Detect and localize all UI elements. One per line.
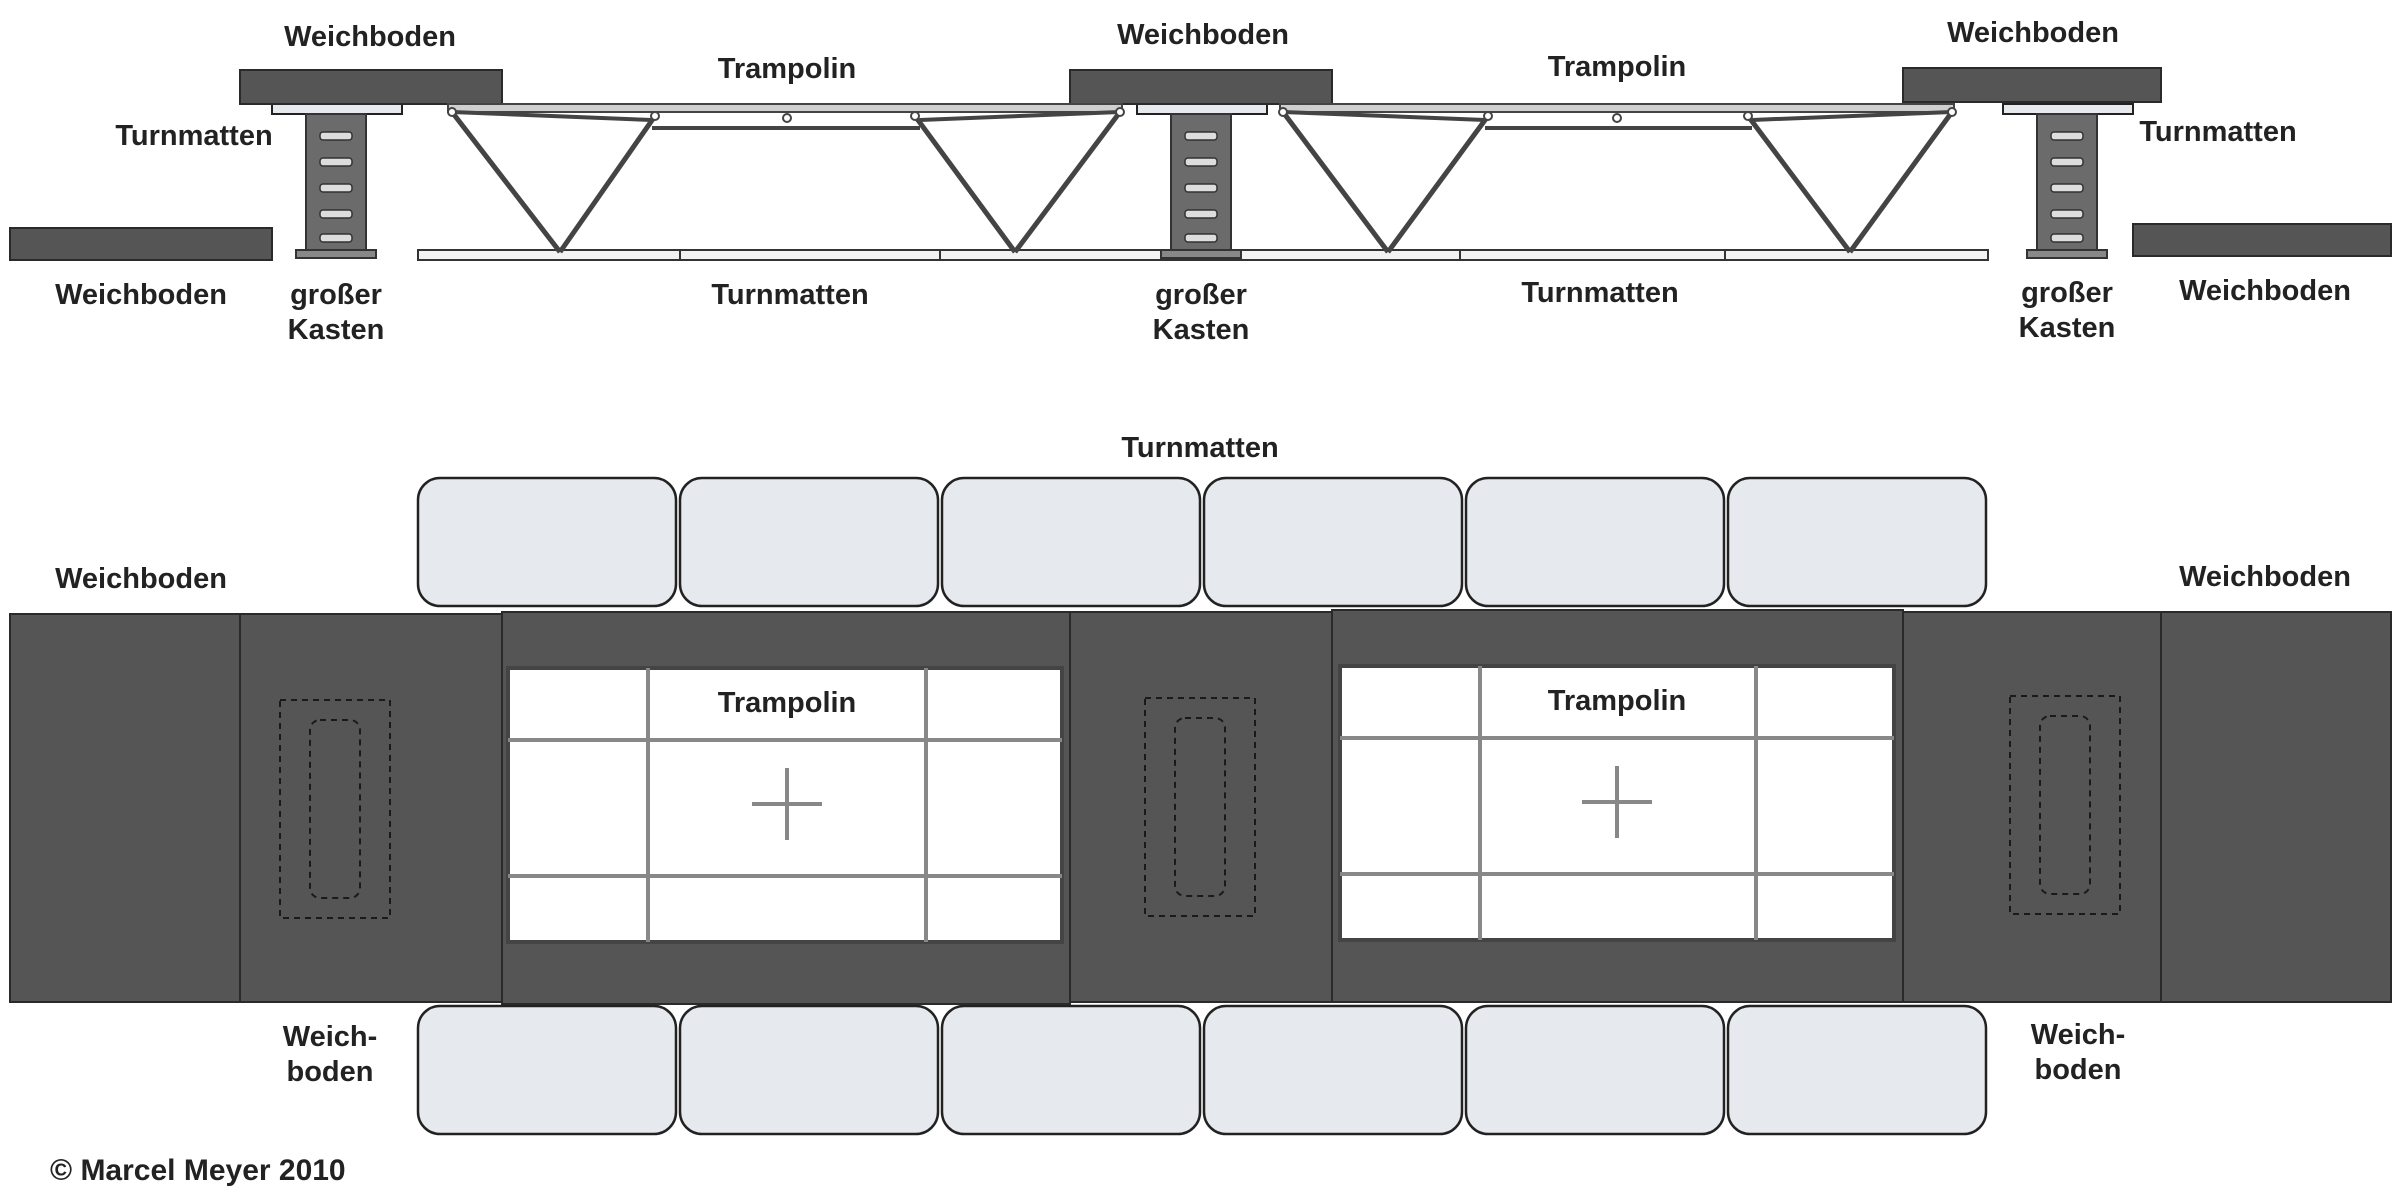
label-turnmatten-floor-right: Turnmatten: [1521, 277, 1678, 309]
label-weichboden-floor-right: Weichboden: [2179, 275, 2351, 307]
turnmatten-top-row: [416, 476, 1988, 608]
kasten-left: [271, 103, 403, 259]
label-weichboden-right: Weichboden: [2179, 561, 2351, 593]
label-weichboden-bottom-left-line2: boden: [287, 1056, 374, 1088]
label-weichboden-bottom-right-line2: boden: [2035, 1054, 2122, 1086]
side-view: Weichboden Weichboden Weichboden Trampol…: [9, 17, 2392, 346]
weichboden-band: [9, 611, 2392, 1003]
label-kasten-center-line1: großer: [1155, 279, 1247, 311]
label-trampolin-top-right: Trampolin: [1548, 685, 1687, 717]
label-weichboden-left: Weichboden: [55, 563, 227, 595]
label-trampolin-top-left: Trampolin: [718, 687, 857, 719]
top-view: Turnmatten Weichboden Weichboden Trampol…: [9, 432, 2392, 1136]
label-weichboden-floor-left: Weichboden: [55, 279, 227, 311]
label-trampolin-side-left: Trampolin: [718, 53, 857, 85]
top-weichboden-left: [239, 69, 503, 105]
kasten-outline-left: [279, 699, 391, 919]
label-turnmatten-side-left: Turnmatten: [115, 120, 272, 152]
label-kasten-left-line2: Kasten: [288, 314, 385, 346]
top-weichboden-right: [1902, 67, 2162, 103]
trampolin-side-left: [447, 103, 1125, 254]
label-turnmatten-top: Turnmatten: [1121, 432, 1278, 464]
turnmatten-bottom-row: [416, 1004, 1988, 1136]
kasten-outline-center: [1144, 697, 1256, 917]
kasten-right: [2002, 103, 2134, 259]
label-turnmatten-side-right: Turnmatten: [2139, 116, 2296, 148]
label-weichboden-top-left: Weichboden: [284, 21, 456, 53]
top-weichboden-center: [1069, 69, 1333, 105]
label-turnmatten-floor-left: Turnmatten: [711, 279, 868, 311]
label-weichboden-top-right: Weichboden: [1947, 17, 2119, 49]
label-weichboden-bottom-left-line1: Weich-: [283, 1021, 378, 1053]
label-weichboden-bottom-right-line1: Weich-: [2031, 1019, 2126, 1051]
kasten-outline-right: [2009, 695, 2121, 915]
label-kasten-left-line1: großer: [290, 279, 382, 311]
floor-weichboden-left: [9, 227, 273, 261]
trampolin-side-right: [1278, 103, 1957, 254]
kasten-center: [1136, 103, 1268, 259]
trampolin-bed-left: [506, 666, 1064, 944]
label-kasten-right-line2: Kasten: [2019, 312, 2116, 344]
label-trampolin-side-right: Trampolin: [1548, 51, 1687, 83]
label-weichboden-top-center: Weichboden: [1117, 19, 1289, 51]
label-kasten-right-line1: großer: [2021, 277, 2113, 309]
copyright-text: © Marcel Meyer 2010: [50, 1154, 346, 1187]
cross-mark-left: [752, 768, 822, 840]
trampolin-bed-right: [1338, 664, 1896, 942]
cross-mark-right: [1582, 766, 1652, 838]
label-kasten-center-line2: Kasten: [1153, 314, 1250, 346]
floor-weichboden-right: [2132, 223, 2392, 257]
